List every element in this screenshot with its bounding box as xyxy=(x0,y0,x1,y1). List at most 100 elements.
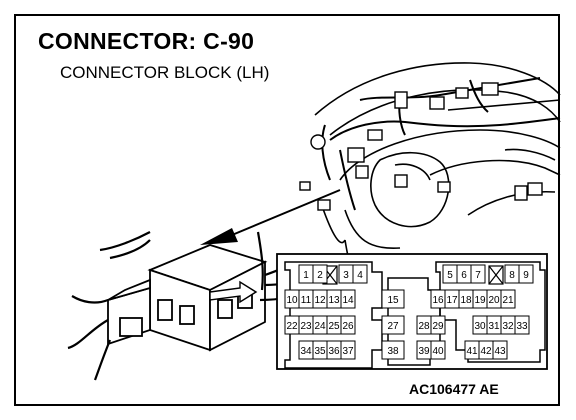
pin-cell: 8 xyxy=(504,264,520,284)
pin-cell: 10 xyxy=(284,289,300,309)
pin-number: 26 xyxy=(342,321,354,332)
pin-cell: 23 xyxy=(298,315,314,335)
pin-number: 8 xyxy=(509,270,515,281)
pin-number: 1 xyxy=(303,270,309,281)
pin-number: 14 xyxy=(342,295,354,306)
pin-number: 30 xyxy=(474,321,486,332)
pin-number: 33 xyxy=(516,321,528,332)
pin-cell: 14 xyxy=(340,289,356,309)
pin-number: 28 xyxy=(418,321,430,332)
pin-number: 6 xyxy=(461,270,467,281)
pin-cell: 35 xyxy=(312,340,328,360)
pin-cell: 30 xyxy=(472,315,488,335)
pin-number: 15 xyxy=(387,295,399,306)
pin-number: 27 xyxy=(387,321,399,332)
pin-number: 2 xyxy=(317,270,323,281)
pin-cell: 4 xyxy=(352,264,368,284)
pin-number: 41 xyxy=(466,346,478,357)
pin-number: 23 xyxy=(300,321,312,332)
pin-number: 24 xyxy=(314,321,326,332)
dash-connectors xyxy=(299,82,543,211)
pin-number: 18 xyxy=(460,295,472,306)
pin-cell-border xyxy=(430,315,446,335)
pin-cell-border xyxy=(381,340,405,360)
pin-cell: 29 xyxy=(430,315,446,335)
pin-cell-border xyxy=(430,340,446,360)
pin-number: 7 xyxy=(475,270,481,281)
pin-cell: 31 xyxy=(486,315,502,335)
pin-cell: 15 xyxy=(381,289,405,309)
pin-cell: 16 xyxy=(430,289,446,309)
pin-cell: 33 xyxy=(514,315,530,335)
pin-number: 32 xyxy=(502,321,514,332)
pin-cell: 43 xyxy=(492,340,508,360)
pin-number: 16 xyxy=(432,295,444,306)
pin-number: 43 xyxy=(494,346,506,357)
pin-cell-border xyxy=(340,289,356,309)
pin-cell: 25 xyxy=(326,315,342,335)
pin-cell-border xyxy=(340,340,356,360)
pin-cell: 11 xyxy=(298,289,314,309)
pin-cell: 1 xyxy=(298,264,314,284)
pin-number: 19 xyxy=(474,295,486,306)
pin-cell-border xyxy=(312,264,328,284)
pin-cell: 27 xyxy=(381,315,405,335)
pin-cell: 20 xyxy=(486,289,502,309)
pin-cell: 22 xyxy=(284,315,300,335)
pin-cell: 42 xyxy=(478,340,494,360)
pin-cell: 37 xyxy=(340,340,356,360)
pin-cell: 19 xyxy=(472,289,488,309)
pin-number: 11 xyxy=(301,295,312,306)
pin-number: 31 xyxy=(488,321,500,332)
pin-cell: 36 xyxy=(326,340,342,360)
pin-number: 21 xyxy=(502,295,514,306)
pin-number: 5 xyxy=(447,270,453,281)
pin-cell: 24 xyxy=(312,315,328,335)
pin-cell: 21 xyxy=(500,289,516,309)
pin-number: 3 xyxy=(343,270,349,281)
wiring-harness xyxy=(321,77,561,211)
pin-number: 40 xyxy=(432,346,444,357)
pin-cell: 13 xyxy=(326,289,342,309)
pin-cell: 5 xyxy=(442,264,458,284)
pin-number: 29 xyxy=(432,321,444,332)
pin-cell: 40 xyxy=(430,340,446,360)
pin-cell-border xyxy=(352,264,368,284)
pin-number: 13 xyxy=(328,295,340,306)
diagram-title: CONNECTOR: C-90 xyxy=(38,28,255,54)
pin-number: 12 xyxy=(314,295,326,306)
pin-number: 22 xyxy=(286,321,298,332)
pin-number: 39 xyxy=(418,346,430,357)
pin-cell: 7 xyxy=(470,264,486,284)
pin-cell: 41 xyxy=(464,340,480,360)
pin-number: 34 xyxy=(300,346,312,357)
pin-number: 42 xyxy=(480,346,492,357)
pin-number: 4 xyxy=(357,270,363,281)
pin-cell: 38 xyxy=(381,340,405,360)
pin-number: 10 xyxy=(286,295,298,306)
diagram-subtitle: CONNECTOR BLOCK (LH) xyxy=(60,63,270,82)
pin-cell: 26 xyxy=(340,315,356,335)
pin-cell-border xyxy=(470,264,486,284)
pin-cell: 28 xyxy=(416,315,432,335)
pin-cell-border xyxy=(381,315,405,335)
pin-cell: 3 xyxy=(338,264,354,284)
pin-number: 36 xyxy=(328,346,340,357)
pin-cell: 2 xyxy=(312,264,328,284)
pin-number: 20 xyxy=(488,295,500,306)
pin-number: 9 xyxy=(523,270,529,281)
pin-cell: 39 xyxy=(416,340,432,360)
pin-number: 37 xyxy=(342,346,354,357)
pin-cell-border xyxy=(340,315,356,335)
pin-cell: 32 xyxy=(500,315,516,335)
pin-cell: 9 xyxy=(518,264,534,284)
pin-number: 38 xyxy=(387,346,399,357)
pin-cell-border xyxy=(492,340,508,360)
pin-cell-border xyxy=(514,315,530,335)
pin-cell: 18 xyxy=(458,289,474,309)
pin-number: 25 xyxy=(328,321,340,332)
pin-cell: 34 xyxy=(298,340,314,360)
pin-number: 35 xyxy=(314,346,326,357)
